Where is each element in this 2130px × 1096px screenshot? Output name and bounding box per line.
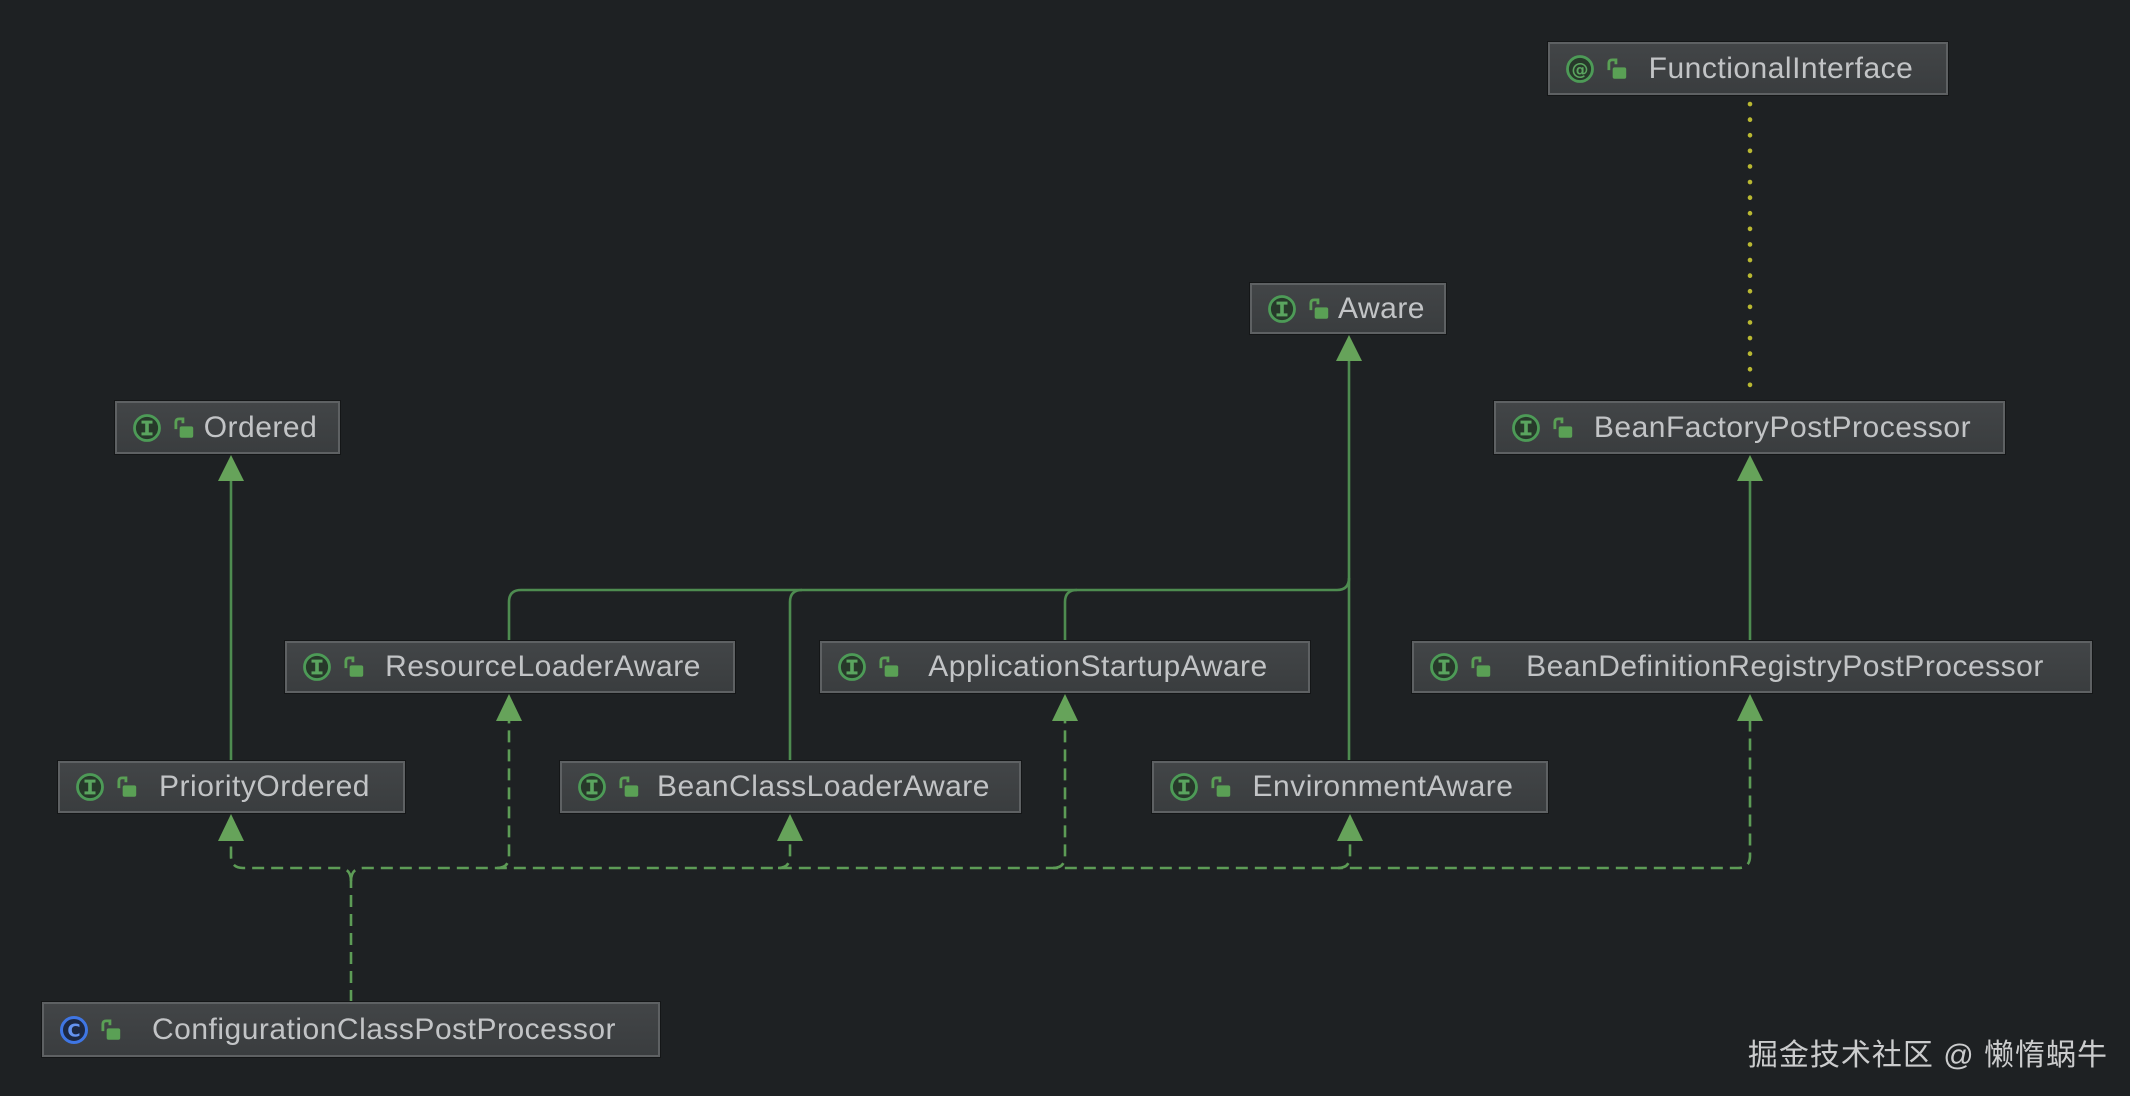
- open-lock-icon: [341, 654, 367, 680]
- node-bean-class-loader-aware[interactable]: BeanClassLoaderAware: [560, 761, 1021, 813]
- node-label: FunctionalInterface: [1648, 51, 1914, 85]
- node-functional-interface[interactable]: FunctionalInterface: [1548, 42, 1948, 95]
- node-aware[interactable]: Aware: [1250, 283, 1446, 334]
- annotation-icon: [1564, 53, 1596, 85]
- class-icon: [58, 1014, 90, 1046]
- node-label: BeanDefinitionRegistryPostProcessor: [1526, 650, 2044, 683]
- open-lock-icon: [114, 774, 140, 800]
- node-application-startup-aware[interactable]: ApplicationStartupAware: [820, 641, 1310, 693]
- interface-icon: [836, 651, 868, 683]
- watermark-text: 掘金技术社区 @ 懒惰蜗牛: [1747, 1039, 2108, 1072]
- node-label: EnvironmentAware: [1252, 770, 1514, 803]
- node-label: BeanFactoryPostProcessor: [1593, 410, 1972, 444]
- node-label: ConfigurationClassPostProcessor: [151, 1012, 617, 1046]
- interface-icon: [576, 771, 608, 803]
- interface-icon: [1428, 651, 1460, 683]
- open-lock-icon: [1468, 654, 1494, 680]
- node-label: Ordered: [203, 410, 318, 444]
- node-bean-definition-registry-post-processor[interactable]: BeanDefinitionRegistryPostProcessor: [1412, 641, 2092, 693]
- interface-icon: [1510, 412, 1542, 444]
- interface-icon: [1266, 293, 1298, 325]
- open-lock-icon: [1306, 296, 1332, 322]
- open-lock-icon: [1604, 56, 1630, 82]
- node-resource-loader-aware[interactable]: ResourceLoaderAware: [285, 641, 735, 693]
- node-label: Aware: [1338, 291, 1424, 325]
- interface-icon: [74, 771, 106, 803]
- open-lock-icon: [616, 774, 642, 800]
- node-bean-factory-post-processor[interactable]: BeanFactoryPostProcessor: [1494, 401, 2005, 454]
- node-priority-ordered[interactable]: PriorityOrdered: [58, 761, 405, 813]
- interface-icon: [301, 651, 333, 683]
- open-lock-icon: [171, 415, 197, 441]
- node-configuration-class-post-processor[interactable]: ConfigurationClassPostProcessor: [42, 1002, 660, 1057]
- node-label: ResourceLoaderAware: [385, 650, 701, 683]
- node-ordered[interactable]: Ordered: [115, 401, 340, 454]
- interface-icon: [131, 412, 163, 444]
- open-lock-icon: [1550, 415, 1576, 441]
- node-label: ApplicationStartupAware: [928, 650, 1268, 683]
- node-label: PriorityOrdered: [159, 770, 370, 803]
- node-label: BeanClassLoaderAware: [657, 770, 990, 803]
- open-lock-icon: [1208, 774, 1234, 800]
- open-lock-icon: [98, 1017, 124, 1043]
- interface-icon: [1168, 771, 1200, 803]
- open-lock-icon: [876, 654, 902, 680]
- node-environment-aware[interactable]: EnvironmentAware: [1152, 761, 1548, 813]
